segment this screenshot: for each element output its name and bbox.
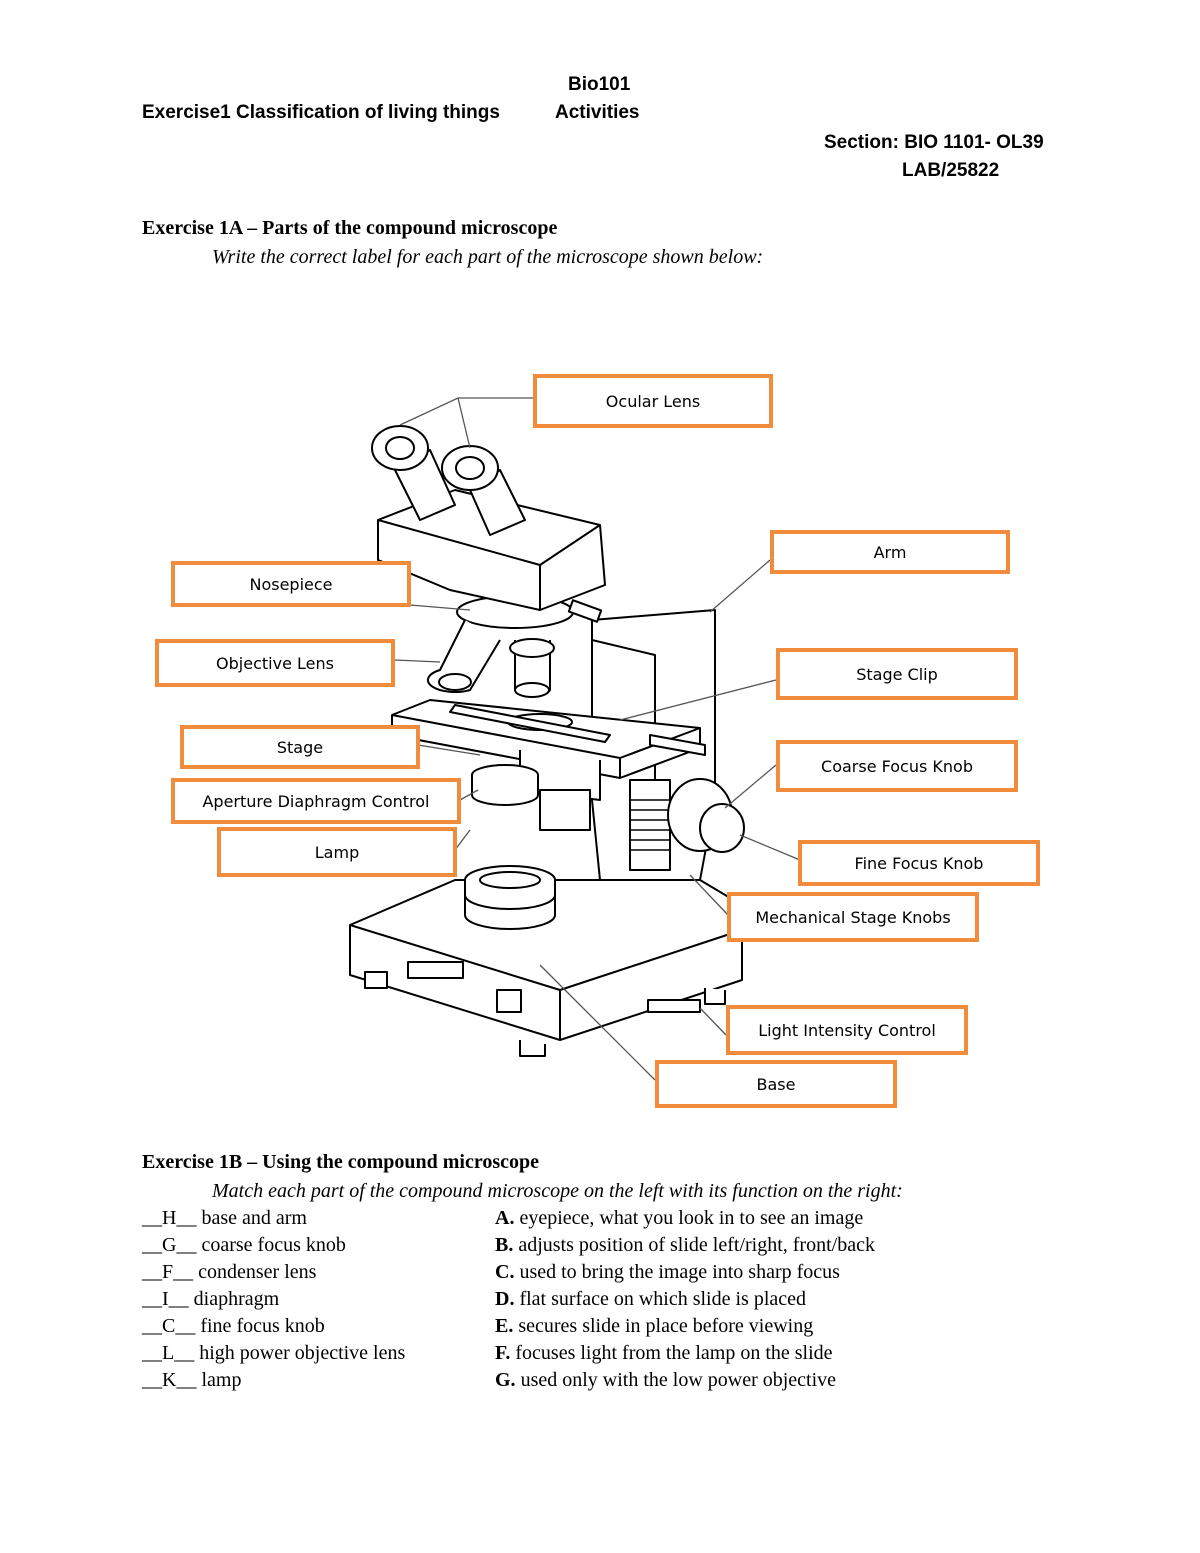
objective-icon (426, 619, 501, 694)
answer-blank[interactable]: __I__ (142, 1288, 189, 1310)
label-lamp: Lamp (217, 827, 457, 877)
stage-clip-icon (449, 704, 611, 743)
base-switch-icon (496, 989, 522, 1013)
ocular-lens-icon-right (441, 445, 499, 491)
answer-blank[interactable]: __C__ (142, 1315, 196, 1337)
course-title: Bio101 (568, 74, 631, 95)
label-nosepiece: Nosepiece (171, 561, 411, 607)
function-item: C. used to bring the image into sharp fo… (495, 1261, 840, 1283)
answer-blank[interactable]: __K__ (142, 1369, 197, 1391)
function-item: G. used only with the low power objectiv… (495, 1369, 837, 1391)
function-item: B. adjusts position of slide left/right,… (495, 1234, 875, 1256)
functions-list: A. eyepiece, what you look in to see an … (495, 1205, 875, 1394)
function-item: A. eyepiece, what you look in to see an … (495, 1207, 864, 1229)
part-item: __H__ base and arm (142, 1207, 307, 1229)
label-arm: Arm (770, 530, 1010, 574)
label-fine-focus-knob: Fine Focus Knob (798, 840, 1040, 886)
function-item: E. secures slide in place before viewing (495, 1315, 814, 1337)
fine-knob-column (629, 779, 671, 871)
section-info: Section: BIO 1101- OL39 (824, 132, 1044, 153)
exercise-1b-instruction: Match each part of the compound microsco… (212, 1180, 903, 1202)
parts-list: __H__ base and arm __G__ coarse focus kn… (142, 1205, 405, 1394)
ocular-lens-icon-left (371, 425, 429, 471)
base-slot-icon (407, 961, 464, 979)
function-item: F. focuses light from the lamp on the sl… (495, 1342, 833, 1364)
label-coarse-focus-knob: Coarse Focus Knob (776, 740, 1018, 792)
answer-blank[interactable]: __H__ (142, 1207, 197, 1229)
label-ocular-lens: Ocular Lens (533, 374, 773, 428)
label-stage-clip: Stage Clip (776, 648, 1018, 700)
part-item: __C__ fine focus knob (142, 1315, 325, 1337)
fine-knob-icon (699, 803, 745, 853)
answer-blank[interactable]: __L__ (142, 1342, 195, 1364)
label-objective-lens: Objective Lens (155, 639, 395, 687)
label-light-intensity-control: Light Intensity Control (726, 1005, 968, 1055)
function-item: D. flat surface on which slide is placed (495, 1288, 807, 1310)
exercise-1a-title: Exercise 1A – Parts of the compound micr… (142, 217, 558, 239)
answer-blank[interactable]: __G__ (142, 1234, 197, 1256)
label-base: Base (655, 1060, 897, 1108)
activities-heading: Activities (555, 102, 640, 123)
exercise-1b-title: Exercise 1B – Using the compound microsc… (142, 1151, 540, 1173)
part-item: __K__ lamp (142, 1369, 242, 1391)
lab-info: LAB/25822 (902, 160, 1000, 181)
part-item: __I__ diaphragm (142, 1288, 280, 1310)
part-item: __F__ condenser lens (142, 1261, 317, 1283)
label-mechanical-stage-knobs: Mechanical Stage Knobs (727, 892, 979, 942)
label-aperture-diaphragm-control: Aperture Diaphragm Control (171, 778, 461, 824)
answer-blank[interactable]: __F__ (142, 1261, 194, 1283)
part-item: __G__ coarse focus knob (142, 1234, 346, 1256)
intensity-knob-icon (647, 999, 701, 1013)
exercise-heading: Exercise1 Classification of living thing… (142, 102, 500, 123)
exercise-1a-instruction: Write the correct label for each part of… (212, 246, 764, 268)
part-item: __L__ high power objective lens (142, 1342, 406, 1364)
label-stage: Stage (180, 725, 420, 769)
